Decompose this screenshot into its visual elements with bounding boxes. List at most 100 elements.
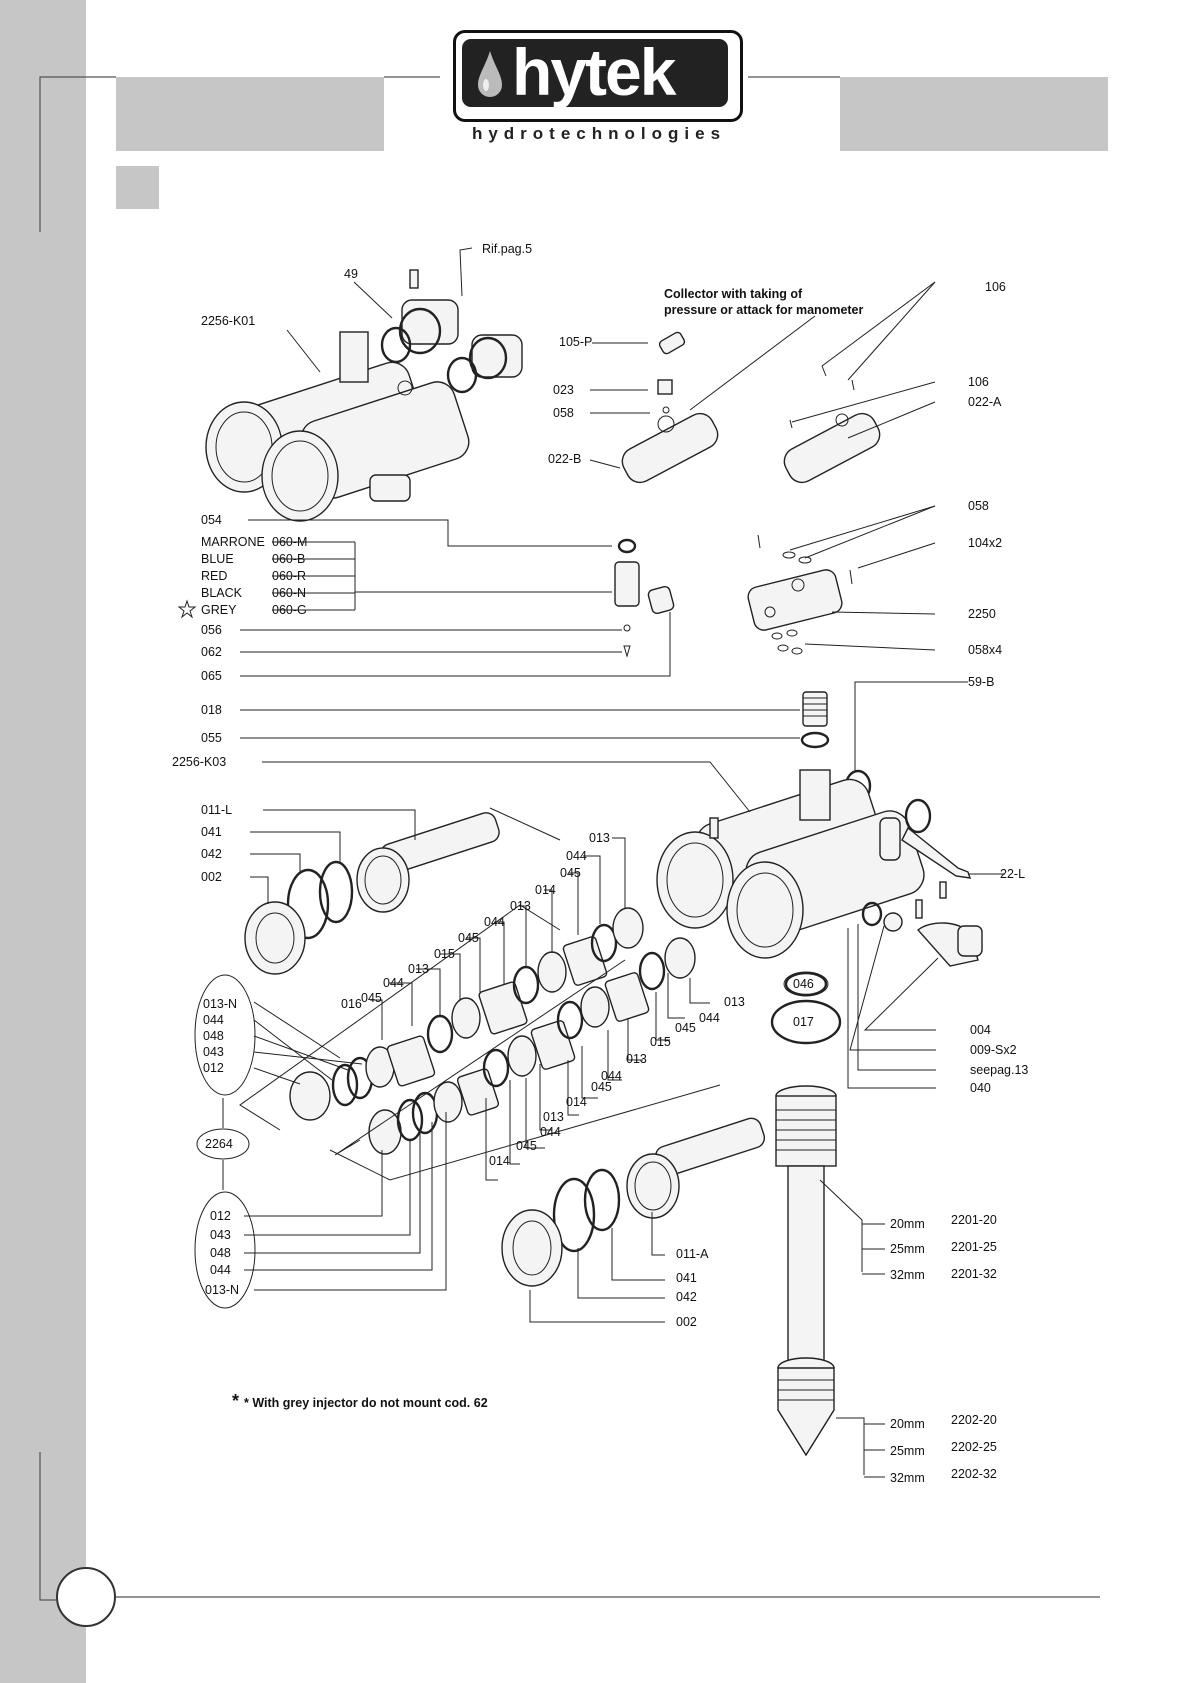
label-marrone: MARRONE [201, 535, 265, 549]
riser-fitting [861, 881, 983, 967]
label-grey: GREY [201, 603, 237, 617]
collector-022a [783, 365, 881, 484]
label-2250: 2250 [968, 607, 996, 621]
label-013n-bottom: 013-N [205, 1283, 239, 1297]
label-045-6: 045 [516, 1139, 537, 1153]
label-014-2: 014 [566, 1095, 587, 1109]
label-044-g1: 044 [203, 1013, 224, 1027]
part-labels: 2256-K01 49 Rif.pag.5 Collector with tak… [172, 242, 1028, 1485]
label-2201-32: 2201-32 [951, 1267, 997, 1281]
assembly-guides [239, 807, 721, 1181]
left-margin-strip [0, 0, 86, 1683]
group-ellipse-upper [194, 974, 256, 1096]
label-seepag13: seepag.13 [970, 1063, 1028, 1077]
label-044-2: 044 [484, 915, 505, 929]
injector-assembly [614, 538, 675, 658]
label-black: BLACK [201, 586, 243, 600]
piston-011a [501, 1117, 766, 1287]
valve-body-top [205, 331, 470, 522]
label-042-bottom: 042 [676, 1290, 697, 1304]
label-20mm-b: 20mm [890, 1417, 925, 1431]
label-041-bottom: 041 [676, 1271, 697, 1285]
label-004: 004 [970, 1023, 991, 1037]
label-collector-line1: Collector with taking of [664, 287, 803, 301]
brand-logo: hytek hydrotechnologies [453, 30, 743, 146]
label-22l: 22-L [1000, 867, 1025, 881]
label-32mm-b: 32mm [890, 1471, 925, 1485]
label-065: 065 [201, 669, 222, 683]
page-number-circle [56, 1567, 116, 1627]
group-ellipse-lower [194, 1191, 256, 1309]
header-left-box [116, 77, 384, 151]
label-056: 056 [201, 623, 222, 637]
label-013-6: 013 [543, 1110, 564, 1124]
lower-distributor-2202 [777, 1357, 835, 1457]
label-009-sx2: 009-Sx2 [970, 1043, 1017, 1057]
label-017: 017 [793, 1015, 814, 1029]
label-044-1: 044 [566, 849, 587, 863]
header-right-box [840, 77, 1108, 151]
label-013-5: 013 [626, 1052, 647, 1066]
label-045-3: 045 [361, 991, 382, 1005]
label-013-4: 013 [724, 995, 745, 1009]
label-2256-k03: 2256-K03 [172, 755, 226, 769]
label-012-top: 012 [203, 1061, 224, 1075]
label-044-3: 044 [383, 976, 404, 990]
label-015-1: 015 [434, 947, 455, 961]
label-044-4: 044 [699, 1011, 720, 1025]
label-062: 062 [201, 645, 222, 659]
label-013-1: 013 [589, 831, 610, 845]
brand-tagline: hydrotechnologies [471, 124, 727, 143]
label-045-4: 045 [675, 1021, 696, 1035]
label-013n-top: 013-N [203, 997, 237, 1011]
label-058x4: 058x4 [968, 643, 1002, 657]
label-rif-pag5: Rif.pag.5 [482, 242, 532, 256]
label-043-bottom: 043 [210, 1228, 231, 1242]
label-red: RED [201, 569, 227, 583]
page-frame-lines [39, 76, 1100, 1601]
label-044-6: 044 [540, 1125, 561, 1139]
label-022b: 022-B [548, 452, 581, 466]
label-013-3: 013 [408, 962, 429, 976]
label-045-5: 045 [591, 1080, 612, 1094]
label-011a: 011-A [676, 1247, 709, 1261]
label-044-bottom: 044 [210, 1263, 231, 1277]
badge-2264 [196, 1128, 250, 1160]
section-square [116, 166, 159, 209]
label-2201-25: 2201-25 [951, 1240, 997, 1254]
label-022a: 022-A [968, 395, 1002, 409]
label-2201-20: 2201-20 [951, 1213, 997, 1227]
label-011l: 011-L [201, 803, 232, 817]
label-2202-20: 2202-20 [951, 1413, 997, 1427]
distributor-2250 [747, 534, 853, 655]
label-2256-k01: 2256-K01 [201, 314, 255, 328]
label-042-top: 042 [201, 847, 222, 861]
label-49: 49 [344, 267, 358, 281]
ring-046 [784, 971, 828, 997]
label-041-top: 041 [201, 825, 222, 839]
label-040: 040 [970, 1081, 991, 1095]
label-106-mid: 106 [968, 375, 989, 389]
label-054: 054 [201, 513, 222, 527]
label-015-2: 015 [650, 1035, 671, 1049]
label-055: 055 [201, 731, 222, 745]
label-013-2: 013 [510, 899, 531, 913]
label-058-right: 058 [968, 499, 989, 513]
label-002-bottom: 002 [676, 1315, 697, 1329]
label-044-5: 044 [601, 1069, 622, 1083]
label-060m: 060-M [272, 535, 307, 549]
seal-stack-upper [289, 907, 644, 1121]
water-drop-icon [478, 51, 502, 97]
label-002-top: 002 [201, 870, 222, 884]
label-2264: 2264 [205, 1137, 233, 1151]
label-046: 046 [793, 977, 814, 991]
label-014-3: 014 [489, 1154, 510, 1168]
label-060r: 060-R [272, 569, 306, 583]
collector-022b [621, 331, 719, 484]
label-104x2: 104x2 [968, 536, 1002, 550]
label-048-top: 048 [203, 1029, 224, 1043]
badge-046 [783, 971, 829, 997]
label-060n: 060-N [272, 586, 306, 600]
